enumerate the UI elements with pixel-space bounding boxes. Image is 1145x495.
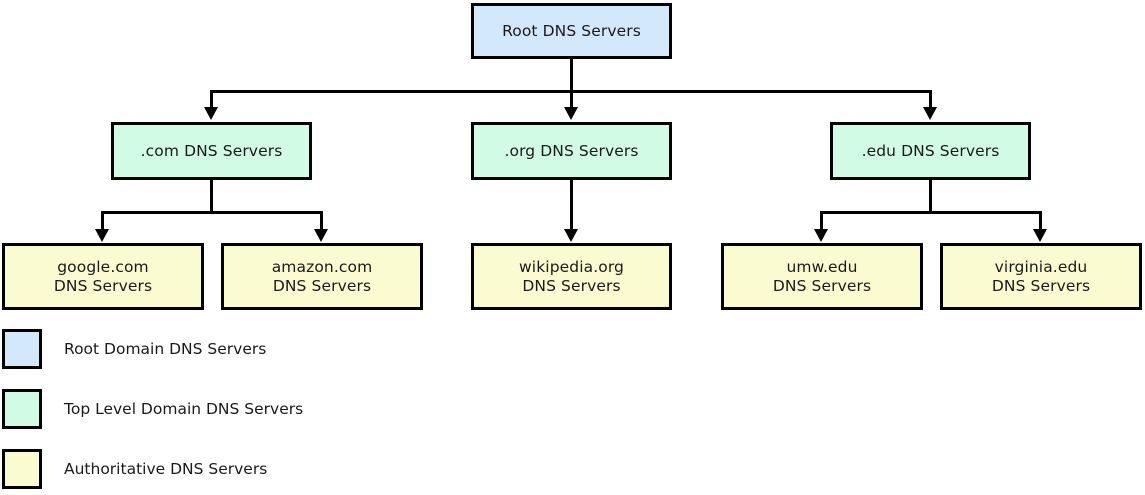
arrowhead-com-to-amazon [314, 229, 328, 242]
arrowhead-com-to-google [95, 229, 109, 242]
node-com-dns-servers-label: .com DNS Servers [140, 141, 283, 160]
legend-swatch-top-level-domain-icon [2, 389, 42, 429]
node-org-dns-servers-label: .org DNS Servers [504, 141, 639, 160]
arrowhead-edu-to-umw [814, 229, 828, 242]
legend-label-root-domain: Root Domain DNS Servers [64, 340, 267, 358]
node-amazon-dns-servers[interactable]: amazon.com DNS Servers [221, 243, 423, 310]
legend-swatch-authoritative-icon [2, 449, 42, 489]
legend-item-top-level-domain: Top Level Domain DNS Servers [2, 389, 303, 429]
arrowhead-edu-to-virginia [1033, 229, 1047, 242]
legend-label-top-level-domain: Top Level Domain DNS Servers [64, 400, 304, 418]
node-google-dns-servers-label: google.com DNS Servers [53, 257, 153, 295]
node-umw-dns-servers[interactable]: umw.edu DNS Servers [721, 243, 923, 310]
edge-root-stem [570, 58, 573, 92]
node-wikipedia-dns-servers-label: wikipedia.org DNS Servers [519, 257, 624, 295]
arrowhead-root-to-org [564, 107, 578, 120]
node-edu-dns-servers-label: .edu DNS Servers [861, 141, 1000, 160]
node-virginia-dns-servers[interactable]: virginia.edu DNS Servers [940, 243, 1142, 310]
arrowhead-root-to-com [204, 107, 218, 120]
node-wikipedia-dns-servers[interactable]: wikipedia.org DNS Servers [471, 243, 672, 310]
node-amazon-dns-servers-label: amazon.com DNS Servers [271, 257, 373, 295]
edge-edu-bus [820, 211, 1042, 214]
node-google-dns-servers[interactable]: google.com DNS Servers [2, 243, 204, 310]
edge-root-to-com [210, 90, 213, 112]
arrowhead-root-to-edu [923, 107, 937, 120]
arrowhead-org-to-wikipedia [564, 229, 578, 242]
edge-root-to-org [570, 90, 573, 112]
edge-edu-to-virginia [1039, 211, 1042, 233]
node-umw-dns-servers-label: umw.edu DNS Servers [772, 257, 872, 295]
edge-com-bus [101, 211, 323, 214]
edge-root-to-edu [929, 90, 932, 112]
edge-edu-to-umw [820, 211, 823, 233]
node-root-dns-servers[interactable]: Root DNS Servers [471, 3, 672, 59]
edge-com-to-amazon [320, 211, 323, 233]
node-edu-dns-servers[interactable]: .edu DNS Servers [830, 122, 1031, 180]
legend-item-root-domain: Root Domain DNS Servers [2, 329, 266, 369]
edge-com-stem [210, 180, 213, 213]
node-virginia-dns-servers-label: virginia.edu DNS Servers [991, 257, 1091, 295]
node-root-dns-servers-label: Root DNS Servers [502, 21, 641, 40]
edge-com-to-google [101, 211, 104, 233]
legend-item-authoritative: Authoritative DNS Servers [2, 449, 267, 489]
legend-swatch-root-domain-icon [2, 329, 42, 369]
edge-org-to-wikipedia [570, 180, 573, 233]
node-com-dns-servers[interactable]: .com DNS Servers [111, 122, 312, 180]
edge-edu-stem [929, 180, 932, 213]
node-org-dns-servers[interactable]: .org DNS Servers [471, 122, 672, 180]
legend-label-authoritative: Authoritative DNS Servers [64, 460, 268, 478]
